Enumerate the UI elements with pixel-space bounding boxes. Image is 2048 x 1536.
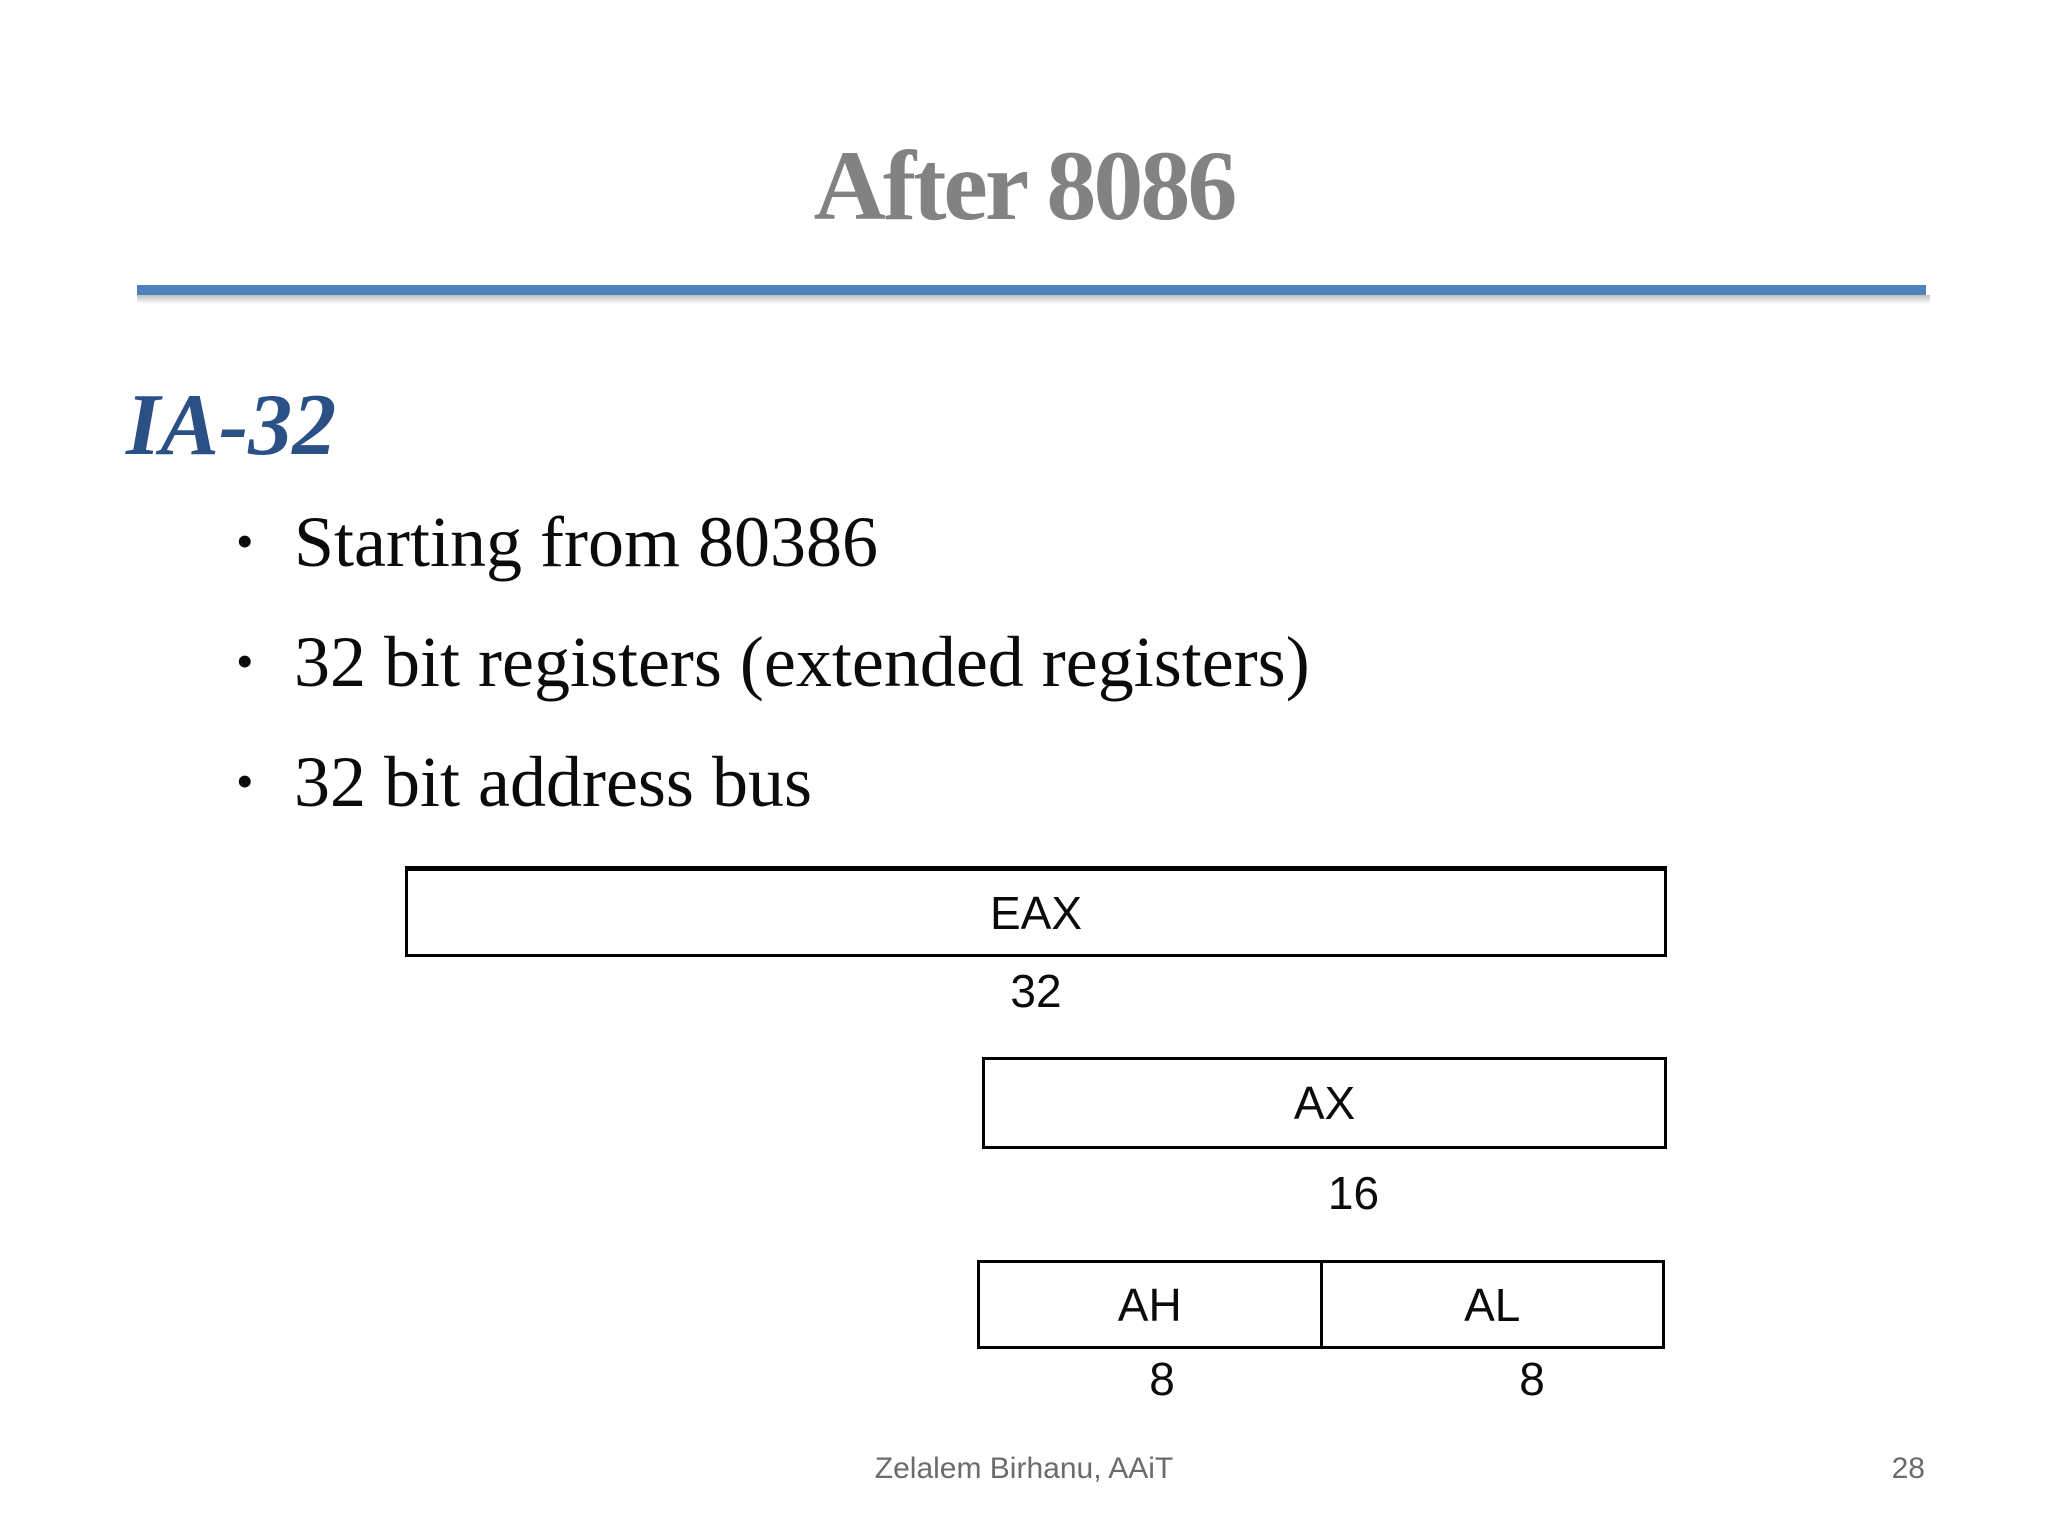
register-box-ax: AX	[982, 1057, 1667, 1149]
bullet-marker-icon: •	[236, 633, 254, 689]
register-cell-ah: AH	[980, 1263, 1320, 1346]
bullet-text: 32 bit address bus	[294, 742, 812, 822]
register-label-eax: EAX	[989, 886, 1083, 939]
register-label-ah: AH	[1117, 1278, 1182, 1331]
bullet-item: • 32 bit address bus	[236, 746, 1310, 818]
register-box-eax: EAX	[405, 866, 1667, 957]
bullet-item: • 32 bit registers (extended registers)	[236, 626, 1310, 698]
slide-title: After 8086	[813, 130, 1238, 241]
bullet-text: Starting from 80386	[294, 502, 878, 582]
bits-label-al: 8	[1519, 1353, 1545, 1405]
bits-label-ax: 16	[1327, 1167, 1380, 1219]
bullet-marker-icon: •	[236, 513, 254, 569]
title-divider	[137, 285, 1930, 304]
bits-label-eax: 32	[1010, 965, 1062, 1017]
page-number: 28	[1891, 1452, 1925, 1485]
register-cell-al: AL	[1319, 1263, 1663, 1346]
title-divider-shadow	[137, 295, 1930, 304]
register-label-al: AL	[1464, 1278, 1521, 1331]
register-label-ax: AX	[1293, 1077, 1356, 1129]
bits-label-ah: 8	[1149, 1353, 1175, 1405]
section-heading: IA-32	[126, 377, 337, 474]
bullet-list: • Starting from 80386 • 32 bit registers…	[236, 506, 1310, 866]
bullet-marker-icon: •	[236, 753, 254, 809]
register-box-ah-al: AH AL	[977, 1260, 1665, 1349]
bullet-item: • Starting from 80386	[236, 506, 1310, 578]
footer-author: Zelalem Birhanu, AAiT	[874, 1452, 1174, 1485]
bullet-text: 32 bit registers (extended registers)	[294, 622, 1310, 702]
